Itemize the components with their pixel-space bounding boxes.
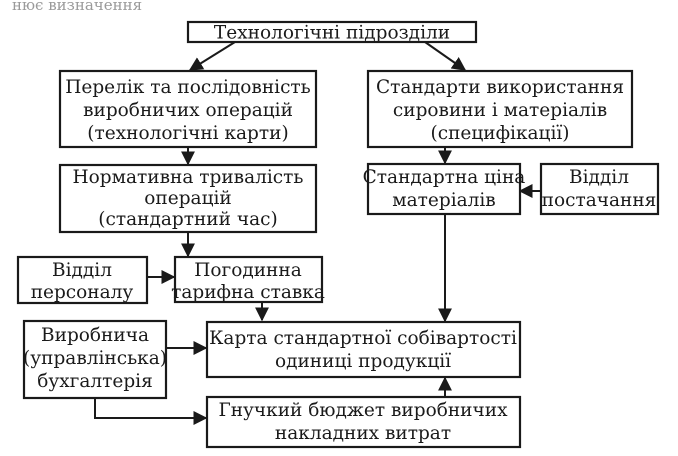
node-standard-time-line: операцій [144,188,231,209]
node-supply-dept: Відділ постачання [539,162,660,216]
node-flexible-budget-line: Гнучкий бюджет виробничих [218,400,508,421]
node-standard-time-line: Нормативна тривалість [73,167,304,188]
cropped-top-text: нює визначення [12,0,143,10]
node-material-standards-line: (специфікації) [430,123,569,144]
connectors [94,41,541,425]
node-flexible-budget-line: накладних витрат [275,423,451,444]
node-standard-cost-card-line: одиниці продукції [275,351,451,372]
node-standard-price: Стандартна ціна матеріалів [363,162,526,216]
node-flexible-budget: Гнучкий бюджет виробничих накладних витр… [205,395,522,449]
node-standard-time: Нормативна тривалість операцій (стандарт… [58,163,318,234]
node-standard-cost-card-line: Карта стандартної собівартості [209,328,517,349]
node-material-standards: Стандарти використання сировини і матері… [366,69,634,149]
node-tech-units-line: Технологічні підрозділи [214,23,450,44]
node-personnel-dept: Відділ персоналу [16,255,149,305]
arrow-tech-to-materials [424,41,467,71]
node-operations-list-line: Перелік та послідовність [65,77,311,98]
node-tech-units: Технологічні підрозділи [186,20,478,44]
node-personnel-dept-line: Відділ [52,260,112,281]
node-standard-price-line: матеріалів [392,190,495,211]
node-standard-price-line: Стандартна ціна [363,167,526,188]
node-supply-dept-line: постачання [542,190,657,211]
node-material-standards-line: Стандарти використання [376,77,624,98]
node-hourly-rate: Погодинна тарифна ставка [171,255,325,304]
node-material-standards-line: сировини і матеріалів [393,100,607,121]
node-supply-dept-line: Відділ [569,167,629,188]
node-hourly-rate-line: тарифна ставка [171,282,325,303]
node-mgmt-accounting-line: Виробнича [41,325,149,346]
node-operations-list-line: (технологічні карти) [87,123,288,144]
node-mgmt-accounting-line: (управлінська) [23,348,167,369]
node-mgmt-accounting-line: бухгалтерія [37,371,153,392]
node-hourly-rate-line: Погодинна [194,260,302,281]
node-standard-time-line: (стандартний час) [98,209,277,230]
arrow-accounting-to-budget [94,398,208,425]
node-standard-cost-card: Карта стандартної собівартості одиниці п… [205,320,522,379]
node-mgmt-accounting: Виробнича (управлінська) бухгалтерія [22,319,168,400]
node-personnel-dept-line: персоналу [31,282,134,303]
node-operations-list: Перелік та послідовність виробничих опер… [58,69,318,149]
node-operations-list-line: виробничих операцій [83,100,293,121]
arrow-tech-to-operations [188,41,236,71]
